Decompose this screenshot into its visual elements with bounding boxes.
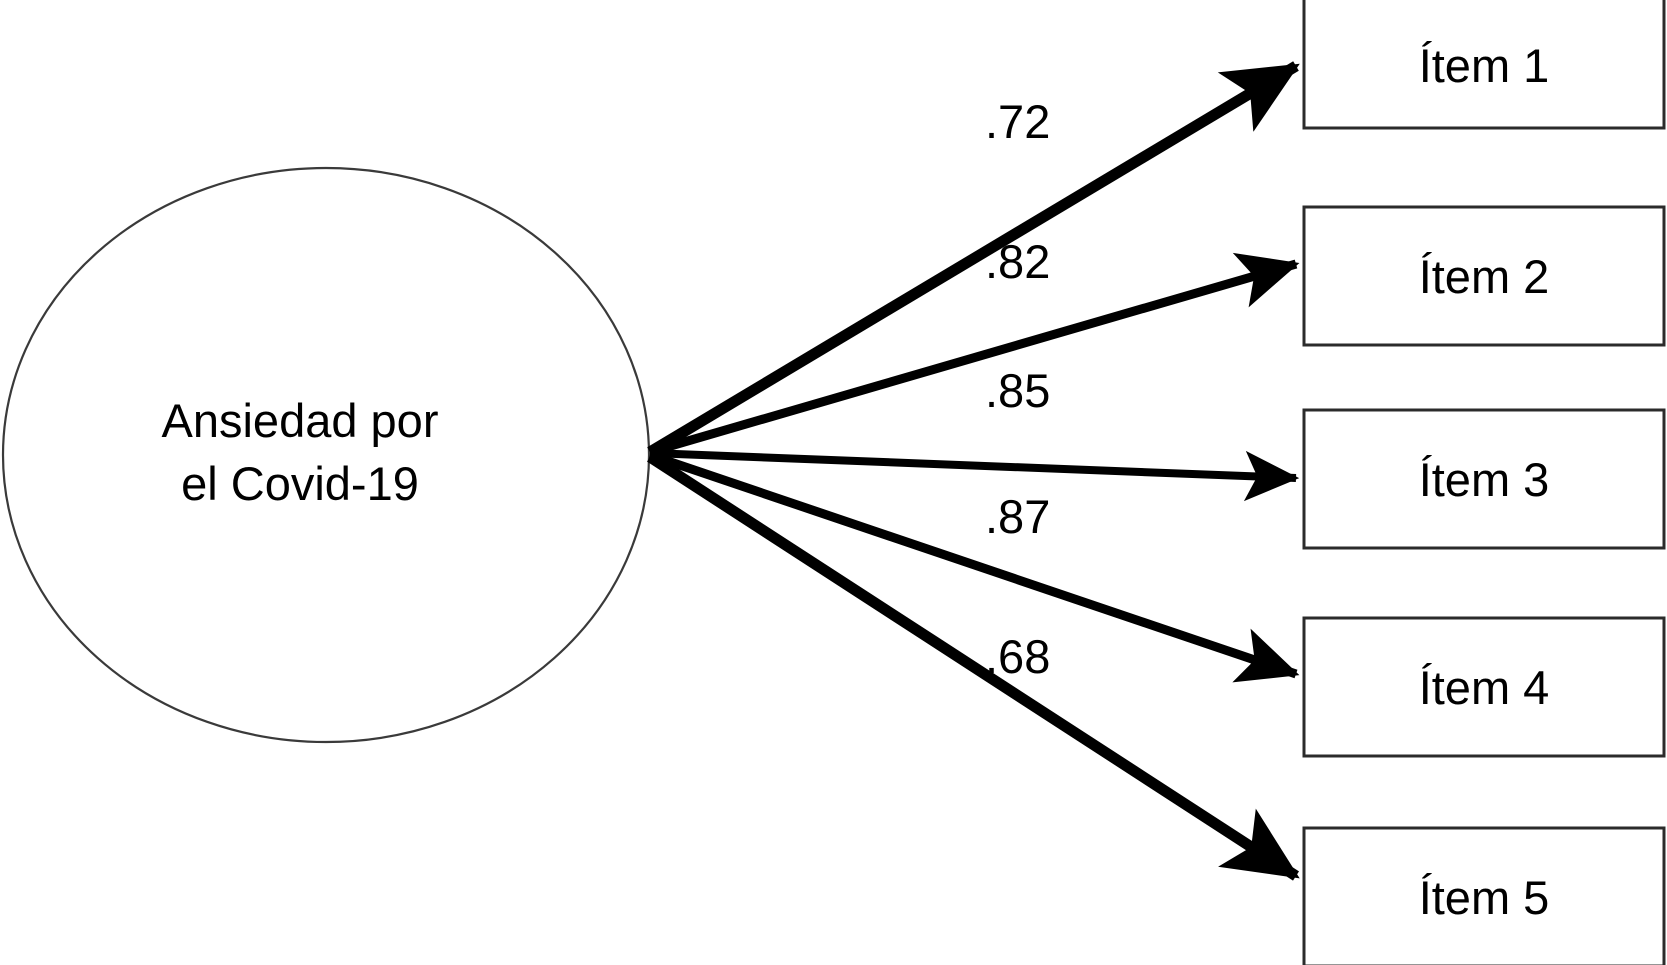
loading-arrow-item-3[interactable] [649,449,1300,502]
indicator-box-item-1[interactable]: Ítem 1 [1302,0,1666,130]
indicator-label-item-3: Ítem 3 [1419,453,1550,506]
loading-arrow-item-1[interactable] [647,61,1300,457]
coefficient-labels-group: .72 .82 .85 .87 .68 [985,95,1050,683]
indicator-rect-item-4 [1302,616,1666,758]
indicator-rect-item-2 [1302,205,1666,347]
indicator-box-item-4[interactable]: Ítem 4 [1302,616,1666,758]
coefficient-label-item-4: .87 [985,490,1050,543]
indicator-box-item-5[interactable]: Ítem 5 [1302,826,1666,965]
indicator-boxes-group: Ítem 1 Ítem 2 Ítem 3 Ítem 4 Ítem 5 [1302,0,1666,965]
latent-label-line-1: Ansiedad por [162,394,439,447]
coefficient-label-item-2: .82 [985,235,1050,288]
indicator-label-item-5: Ítem 5 [1419,871,1550,924]
indicator-label-item-4: Ítem 4 [1419,661,1550,714]
coefficient-label-item-5: .68 [985,630,1050,683]
loading-arrow-item-4[interactable] [648,450,1300,683]
indicator-rect-item-1 [1302,0,1666,130]
loading-arrow-item-5[interactable] [647,452,1300,881]
indicator-rect-item-5 [1302,826,1666,965]
ellipse-outline [1,166,651,744]
coefficient-label-item-1: .72 [985,95,1050,148]
loading-paths-group [647,61,1300,881]
latent-label-line-2: el Covid-19 [181,457,419,510]
loading-arrow-item-2[interactable] [648,252,1300,457]
indicator-label-item-2: Ítem 2 [1419,250,1550,303]
indicator-rect-item-3 [1302,408,1666,550]
indicator-box-item-2[interactable]: Ítem 2 [1302,205,1666,347]
latent-variable-ellipse[interactable]: Ansiedad por el Covid-19 [1,166,651,744]
indicator-label-item-1: Ítem 1 [1419,39,1550,92]
coefficient-label-item-3: .85 [985,364,1050,417]
indicator-box-item-3[interactable]: Ítem 3 [1302,408,1666,550]
